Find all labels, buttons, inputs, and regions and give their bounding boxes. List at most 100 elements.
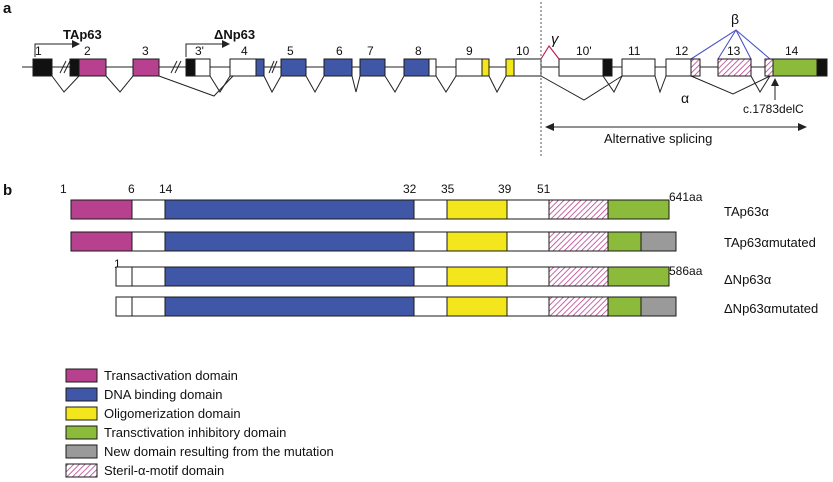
position-label: 51: [537, 182, 551, 196]
domain-linker: [506, 296, 550, 317]
domain-dbd: [164, 266, 415, 287]
exon-9-white: [455, 58, 483, 77]
length-ta-label: 641aa: [669, 190, 703, 204]
position-label: 14: [159, 182, 173, 196]
dn-promoter-label: ΔNp63: [214, 27, 255, 42]
exon-label: 12: [675, 44, 689, 58]
domain-linker: [131, 296, 166, 317]
exon-1-utr: [32, 58, 53, 77]
legend-swatch-sam: [65, 463, 98, 478]
mutation-label: c.1783delC: [743, 102, 804, 116]
exon-14-sam: [764, 58, 774, 77]
dn-start-label: 1: [114, 257, 121, 271]
domain-ta: [70, 199, 133, 220]
domain-new: [640, 231, 677, 252]
domain-nterm: [115, 296, 133, 317]
exon-14-utr: [816, 58, 828, 77]
domain-tid: [607, 296, 642, 317]
legend-label: Oligomerization domain: [104, 406, 241, 421]
exon-3-ta: [132, 58, 160, 77]
legend-label: Steril-α-motif domain: [104, 463, 224, 478]
ta-promoter-arrow: [34, 43, 72, 57]
exon-7-dbd: [359, 58, 386, 77]
exon-10prime: [558, 58, 604, 77]
exons: [32, 58, 828, 77]
exon-5-dbd: [280, 58, 307, 77]
isoform-dnp63a-mutated: [115, 296, 677, 317]
domain-nterm: [115, 266, 133, 287]
exon-label: 4: [241, 44, 248, 58]
exon-label: 10: [516, 44, 530, 58]
domain-tid: [607, 266, 670, 287]
beta-splice-inner-left: [717, 29, 737, 60]
legend-label: Transactivation domain: [104, 368, 238, 383]
isoform-name: TAp63αmutated: [724, 235, 816, 250]
position-label: 32: [403, 182, 417, 196]
isoform-name: TAp63α: [724, 204, 769, 219]
exon-10prime-utr: [602, 58, 613, 77]
isoform-dnp63a: [115, 266, 670, 287]
exon-label: 1: [35, 44, 42, 58]
beta-splice-inner-right: [735, 29, 752, 60]
domain-oligo: [446, 231, 508, 252]
exon-label: 6: [336, 44, 343, 58]
ta-promoter-label: TAp63: [63, 27, 102, 42]
exon-label: 5: [287, 44, 294, 58]
domain-oligo: [446, 266, 508, 287]
exon-4-white: [229, 58, 257, 77]
domain-sam: [548, 266, 609, 287]
gamma-label: γ: [551, 31, 560, 48]
domain-linker: [413, 296, 448, 317]
domain-dbd: [164, 199, 415, 220]
domain-sam: [548, 296, 609, 317]
domain-linker: [413, 266, 448, 287]
alt-splicing-arrowhead-left: [545, 123, 554, 131]
domain-linker: [506, 266, 550, 287]
exon-4-dbd: [255, 58, 265, 77]
intron-break-2: [170, 60, 182, 74]
legend-label: DNA binding domain: [104, 387, 223, 402]
panel-a: a TAp63 ΔNp63: [3, 0, 828, 158]
exon-label: 9: [466, 44, 473, 58]
exon-3prime: [194, 58, 211, 77]
exon-8-white: [428, 58, 437, 77]
position-label: 39: [498, 182, 512, 196]
legend: Transactivation domain DNA binding domai…: [65, 368, 334, 478]
position-label: 35: [441, 182, 455, 196]
exon-14-tid: [772, 58, 818, 77]
intron-break-3: [268, 60, 278, 74]
legend-swatch-new: [65, 444, 98, 459]
gamma-splice: [540, 45, 560, 60]
position-label: 6: [128, 182, 135, 196]
exon-label: 8: [415, 44, 422, 58]
isoform-tap63a-mutated: [70, 231, 677, 252]
exon-2-ta: [78, 58, 107, 77]
domain-ta: [70, 231, 133, 252]
domain-linker: [131, 231, 166, 252]
exon-label: 13: [727, 44, 741, 58]
exon-3prime-utr: [185, 58, 196, 77]
domain-new: [640, 296, 677, 317]
domain-dbd: [164, 231, 415, 252]
panel-b: b 1 6 14 32 35 39 51 1 641aa 586aa TAp63…: [3, 182, 818, 317]
alpha-label: α: [681, 90, 689, 106]
legend-swatch-tid: [65, 425, 98, 440]
domain-sam: [548, 199, 609, 220]
exon-2-utr: [69, 58, 80, 77]
domain-dbd: [164, 296, 415, 317]
alt-splicing-arrowhead-right: [798, 123, 807, 131]
position-labels: 1 6 14 32 35 39 51 1 641aa 586aa: [60, 182, 703, 278]
domain-tid: [607, 199, 670, 220]
legend-swatch-dbd: [65, 387, 98, 402]
beta-label: β: [731, 11, 739, 27]
isoform-name: ΔNp63αmutated: [724, 301, 818, 316]
exon-10-white: [513, 58, 542, 77]
domain-tid: [607, 231, 642, 252]
exon-label: 3': [195, 44, 204, 58]
domain-oligo: [446, 199, 508, 220]
position-label: 1: [60, 182, 67, 196]
domain-linker: [413, 199, 448, 220]
intron-break-1: [59, 60, 71, 74]
legend-label: New domain resulting from the mutation: [104, 444, 334, 459]
domain-linker: [413, 231, 448, 252]
